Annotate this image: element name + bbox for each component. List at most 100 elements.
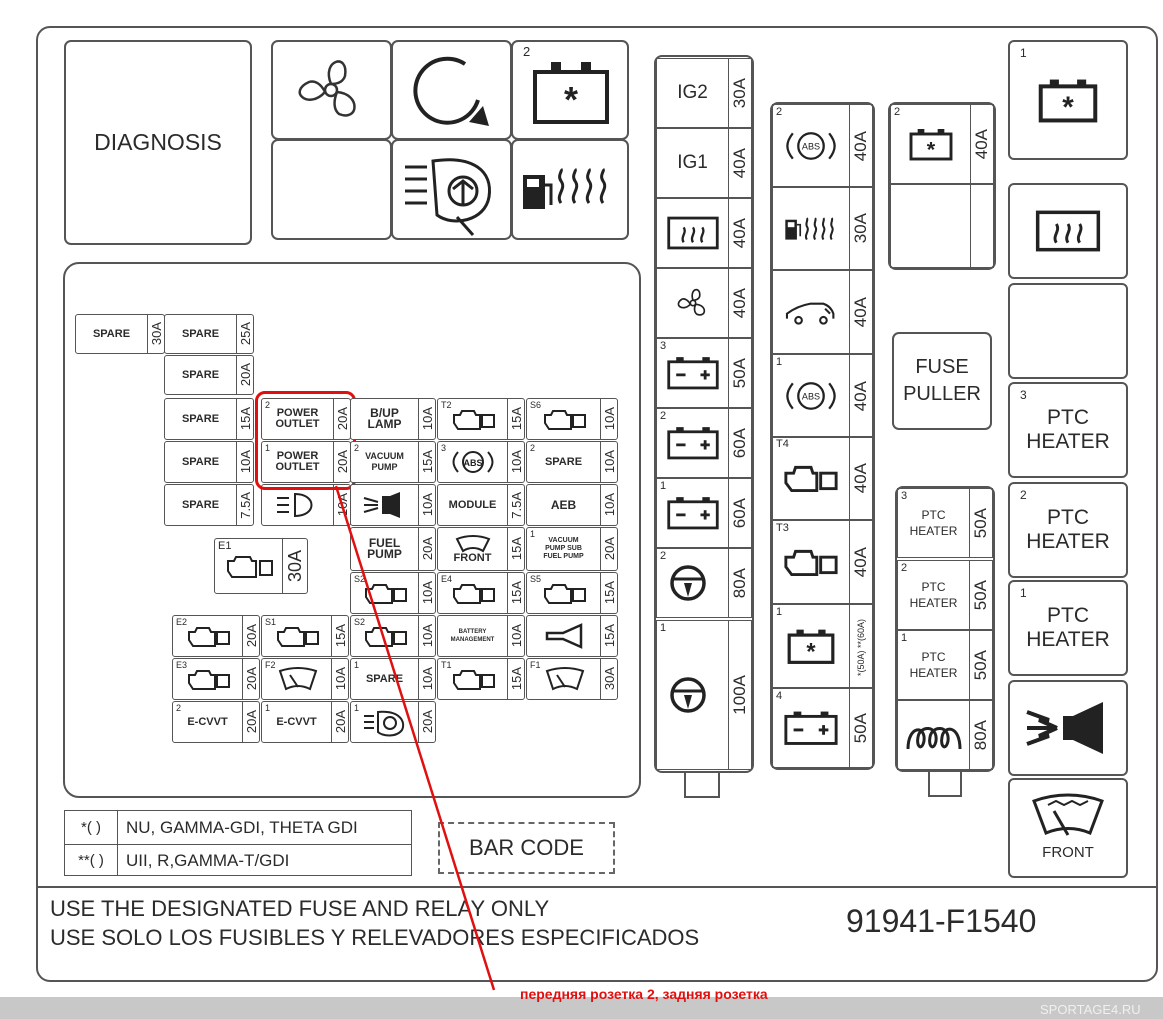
rear-defrost-icon [1035,210,1101,252]
fuse-amp: 15A [237,407,253,431]
relay-rear-defrost [1008,183,1128,279]
fuse-amp: 15A [508,581,524,605]
steering-icon [669,565,706,601]
bar-code-area: BAR CODE [438,822,615,874]
battery-icon [666,497,719,530]
fuse-amp: 7.5A [508,491,524,519]
relay-wiper: FRONT [1008,778,1128,878]
fuse-puller-label: PULLER [903,383,981,405]
fuse-amp: 60A [730,427,749,459]
fuse-engine-s2: S2 10A [350,615,436,657]
fuse-label: MODULE [448,498,497,511]
fuse-number: 2 [901,562,908,574]
fuel-heater-icon [523,167,607,209]
wiper-icon [545,667,584,691]
wiper-icon [1032,793,1104,836]
fuse-number: E3 [176,660,188,670]
fuse-number: 2 [265,400,271,410]
svg-text:ABS: ABS [463,458,482,468]
fuse-number: 2 [354,443,360,453]
rear-defrost-icon [666,216,719,250]
engine-icon [784,549,838,577]
fuse-abs-3: 3 ABS 10A [437,441,525,483]
fuse-puller[interactable]: FUSE PULLER [892,332,992,430]
fuse-number: 1 [265,703,271,713]
fuse-amp: 10A [508,450,524,474]
fuse-spare-30a: SPARE 30A [75,314,165,354]
fuse-amp: 15A [332,624,348,648]
fuse-amp: 10A [334,493,350,517]
battery-star-icon: * [533,62,609,124]
battery-star-icon: * [909,129,952,162]
fuse-amp: 20A [243,624,259,648]
fuse-label: IG2 [677,82,708,103]
fuse-number: S2 [354,617,366,627]
bottom-caption-bar [0,997,1163,1019]
relay-number: 2 [523,44,531,59]
fuse-label: SPARE [181,368,220,381]
fuse-number: 1 [354,703,360,713]
engine-icon [543,584,586,604]
large-fuse: 4 50A [772,688,873,768]
power-outlet-highlight [255,391,356,490]
fuse-label: SPARE [181,327,220,340]
washer-relay [391,139,512,240]
fuse-amp: 40A [972,128,991,160]
footer-line-1: USE THE DESIGNATED FUSE AND RELAY ONLY [50,896,550,921]
fuse-amp: 20A [243,667,259,691]
fuse-amp: 15A [508,407,524,431]
fuse-amp: 50A [971,507,990,539]
fuse-number: E4 [441,574,453,584]
wiper-icon [455,534,490,552]
fuse-engine-e3: E3 20A [172,658,260,700]
fuse-engine-e4-left: S2 10A [350,572,436,614]
fuse-bup-lamp: B/UP LAMP 10A [350,398,436,440]
fuse-number: 4 [776,690,783,702]
fuse-amp: 40A [730,217,749,249]
fuse-spare-7-5a: SPARE 7.5A [164,484,254,526]
relay-horn [1008,680,1128,776]
fuse-number: T2 [441,400,452,410]
fuel-heater-icon [785,217,834,241]
washer-icon [405,158,491,236]
legend-table: *( ) NU, GAMMA-GDI, THETA GDI **( ) UII,… [64,810,412,876]
fuse-amp: 50A [971,649,990,681]
fuse-spare-20a: SPARE 20A [164,355,254,395]
fuse-number: F2 [265,660,276,670]
fuse-label: SPARE [181,498,220,511]
fuse-spare-15a: SPARE 15A [164,398,254,440]
relay-number: 1 [1020,586,1027,600]
fuse-amp: 100A [730,675,749,715]
fuse-amp: 15A [508,537,524,561]
car-icon [785,302,835,325]
fuse-amp: 10A [419,667,435,691]
fuse-number: 2 [894,106,901,118]
fuse-spare-10a: SPARE 10A [164,441,254,483]
fuse-amp: 50A [851,712,870,744]
fuse-number: 2 [660,410,667,422]
engine-icon [364,627,407,647]
legend-symbol: **( ) [65,845,118,876]
fuse-amp: 80A [971,719,990,751]
fuse-amp: 40A [730,147,749,179]
watermark: SPORTAGE4.RU [1040,1002,1141,1017]
third-column-tab [928,771,962,797]
abs-icon: ABS [786,382,836,410]
battery-star-icon: * [787,629,835,666]
center-fuse-column [654,55,754,773]
engine-icon [543,410,586,430]
third-bottom-block [895,486,995,772]
fuse-amp: 10A [332,667,348,691]
headlamp-icon [276,492,312,518]
fuse-engine-t2: T2 15A [437,398,525,440]
horn-icon [1026,702,1103,754]
fuse-amp: 60A [730,497,749,529]
third-top-block [888,102,996,270]
fuse-amp: 30A [284,549,305,583]
